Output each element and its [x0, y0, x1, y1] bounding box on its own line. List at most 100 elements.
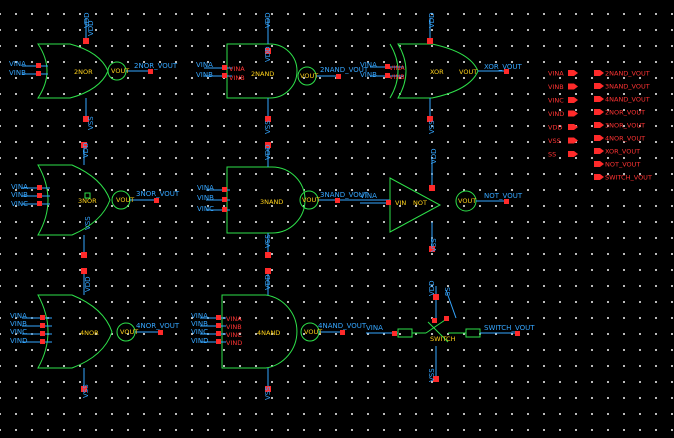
svg-text:VIND: VIND: [548, 110, 564, 118]
svg-text:VIND: VIND: [191, 337, 208, 345]
svg-text:VOUT: VOUT: [304, 328, 322, 336]
svg-text:VINB: VINB: [196, 71, 213, 79]
legend-output-pin[interactable]: XOR_VOUT: [594, 148, 640, 156]
svg-text:VINC: VINC: [197, 205, 214, 213]
label-3nand: 3NAND: [260, 198, 283, 206]
svg-text:3NAND_VOUT: 3NAND_VOUT: [605, 83, 650, 91]
svg-text:VDD: VDD: [264, 12, 272, 28]
svg-text:VOUT: VOUT: [458, 197, 476, 205]
svg-text:VDD: VDD: [83, 12, 91, 28]
output-label-switch: SWITCH_VOUT: [484, 324, 535, 332]
gate-4nor[interactable]: 4NOR VOUT VINA VINB VINC VIND 4NOR_VOUT …: [10, 268, 180, 398]
svg-text:VINA: VINA: [366, 324, 383, 332]
svg-text:VDD: VDD: [548, 124, 562, 132]
svg-text:VINA: VINA: [196, 61, 213, 69]
legend-output-pin[interactable]: 2NAND_VOUT: [594, 70, 650, 78]
svg-text:VDD: VDD: [430, 148, 438, 164]
svg-text:VIN: VIN: [395, 199, 406, 207]
legend-input-pin[interactable]: VINB: [548, 83, 578, 91]
legend-output-pin[interactable]: 4NAND_VOUT: [594, 96, 650, 104]
legend-output-pin[interactable]: SWITCH_VOUT: [594, 174, 652, 182]
svg-text:VINB: VINB: [389, 73, 405, 81]
svg-text:SS: SS: [548, 151, 556, 159]
svg-text:VINA: VINA: [389, 64, 405, 72]
svg-text:VINA: VINA: [10, 312, 27, 320]
label-2nor: 2NOR: [74, 68, 93, 76]
label-4nor: 4NOR: [80, 329, 99, 337]
svg-text:VINC: VINC: [11, 200, 28, 208]
svg-text:VOUT: VOUT: [120, 328, 138, 336]
label-xor: XOR: [430, 68, 444, 76]
legend-input-pin[interactable]: VIND: [548, 110, 578, 118]
legend-output-pin[interactable]: 2NOR_VOUT: [594, 109, 645, 117]
svg-text:VSS: VSS: [84, 216, 92, 230]
legend-output-pin[interactable]: 3NAND_VOUT: [594, 83, 650, 91]
label-3nor: 3NOR: [78, 197, 97, 205]
svg-text:VSS: VSS: [264, 234, 272, 248]
svg-text:XOR_VOUT: XOR_VOUT: [605, 148, 640, 156]
svg-text:VINA: VINA: [197, 184, 214, 192]
svg-text:VINC: VINC: [191, 328, 208, 336]
svg-text:VDD: VDD: [428, 280, 436, 296]
legend-input-pin[interactable]: VSS: [548, 137, 578, 145]
svg-text:VSS: VSS: [428, 368, 436, 382]
svg-text:4NAND_VOUT: 4NAND_VOUT: [605, 96, 650, 104]
svg-text:VDD: VDD: [82, 142, 90, 158]
svg-text:VSS: VSS: [428, 120, 436, 134]
gate-2nand[interactable]: 2NAND VOUT VINA VINB VINA VINB 2NAND_VOU…: [196, 12, 369, 134]
svg-text:VDD: VDD: [264, 46, 272, 62]
gate-3nand[interactable]: 3NAND VOUT VINA VINB VINC 3NAND_VOUT VDD…: [197, 142, 390, 258]
legend-input-pin[interactable]: SS: [548, 151, 578, 159]
label-not: NOT: [413, 199, 427, 207]
output-label-4nand: 4NAND_VOUT: [318, 322, 367, 330]
label-switch: SWITCH: [430, 335, 456, 343]
svg-text:VINA: VINA: [191, 312, 208, 320]
svg-text:VSS: VSS: [264, 386, 272, 400]
svg-text:VSS: VSS: [264, 120, 272, 134]
legend-input-pin[interactable]: VDD: [548, 124, 578, 132]
legend-output-pin[interactable]: NOT_VOUT: [594, 161, 640, 169]
output-label-not: NOT_VOUT: [484, 192, 523, 200]
svg-text:VSS: VSS: [430, 238, 438, 252]
svg-text:VINB: VINB: [11, 191, 28, 199]
svg-text:3NOR_VOUT: 3NOR_VOUT: [605, 122, 645, 130]
legend-input-pin[interactable]: VINA: [548, 70, 578, 78]
svg-text:2NOR_VOUT: 2NOR_VOUT: [605, 109, 645, 117]
gate-not[interactable]: VIN NOT VOUT VINA NOT_VOUT VDD VSS: [360, 148, 523, 252]
svg-text:VINB: VINB: [10, 320, 27, 328]
legend-output-pin[interactable]: 4NOR_VOUT: [594, 135, 645, 143]
legend-output-pin[interactable]: 3NOR_VOUT: [594, 122, 645, 130]
gate-xor[interactable]: XOR VOUT VINA VINB VINA VINB XOR_VOUT VD…: [360, 12, 523, 134]
output-label-2nand: 2NAND_VOUT: [320, 66, 369, 74]
svg-text:VINA: VINA: [229, 65, 245, 73]
svg-text:VINA: VINA: [11, 183, 28, 191]
label-4nand: 4NAND: [257, 329, 280, 337]
svg-text:SS: SS: [444, 287, 452, 296]
svg-text:VOUT: VOUT: [459, 68, 477, 76]
svg-text:VINA: VINA: [360, 192, 377, 200]
gate-4nand[interactable]: 4NAND VOUT VINA VINB VINC VIND VINA VINB…: [191, 268, 367, 400]
svg-text:VDD: VDD: [264, 274, 272, 290]
gate-switch[interactable]: SWITCH VINA SWITCH_VOUT VDD SS VSS: [366, 280, 535, 382]
svg-text:NOT_VOUT: NOT_VOUT: [605, 161, 640, 169]
legend-outputs: 2NAND_VOUT 3NAND_VOUT 4NAND_VOUT 2NOR_VOUT 3…: [594, 70, 652, 182]
svg-text:VINA: VINA: [9, 60, 26, 68]
svg-text:VOUT: VOUT: [302, 196, 320, 204]
gate-2nor[interactable]: 2NOR VOUT VINA VINB 2NOR_VOUT VDD VSS VD…: [9, 12, 178, 130]
svg-text:VINA: VINA: [360, 61, 377, 69]
label-2nand: 2NAND: [251, 70, 274, 78]
output-label-3nand: 3NAND_VOUT: [320, 191, 369, 199]
legend-input-pin[interactable]: VINC: [548, 97, 578, 105]
svg-text:VINB: VINB: [229, 74, 245, 82]
svg-text:VINB: VINB: [9, 69, 26, 77]
svg-text:2NAND_VOUT: 2NAND_VOUT: [605, 70, 650, 78]
svg-text:VINB: VINB: [360, 71, 377, 79]
svg-text:VINA: VINA: [226, 315, 242, 323]
svg-text:VINC: VINC: [226, 331, 242, 339]
svg-text:VINB: VINB: [191, 320, 208, 328]
gate-3nor[interactable]: 3NOR VOUT VINA VINB VINC 3NOR_VOUT VDD V…: [11, 142, 180, 258]
svg-text:VSS: VSS: [87, 116, 95, 130]
svg-text:VINB: VINB: [548, 83, 564, 91]
legend-inputs: VINA VINB VINC VIND VDD VSS SS: [548, 70, 578, 159]
